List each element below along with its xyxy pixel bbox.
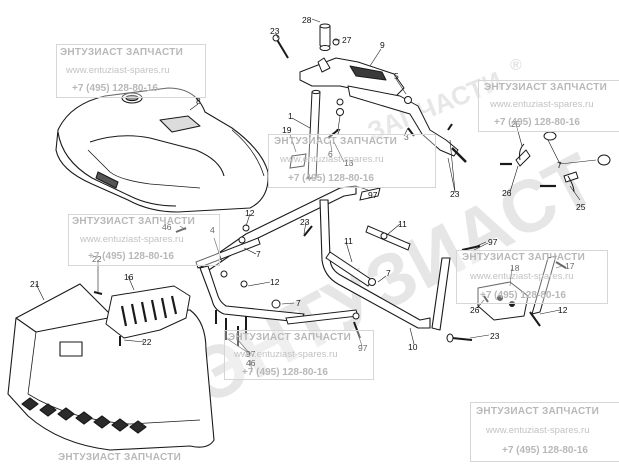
callout-12: 12 bbox=[558, 305, 568, 315]
watermark-title: ЭНТУЗИАСТ ЗАПЧАСТИ bbox=[60, 47, 184, 58]
watermark-title: ЭНТУЗИАСТ ЗАПЧАСТИ bbox=[476, 406, 600, 417]
part-10-frame bbox=[199, 185, 451, 331]
watermark-url: www.entuziast-spares.ru bbox=[486, 425, 590, 436]
part-4-rod bbox=[195, 237, 359, 325]
watermark-box bbox=[224, 330, 374, 380]
callout-23: 23 bbox=[490, 331, 500, 341]
watermark-phone: +7 (495) 128-80-16 bbox=[242, 367, 328, 378]
callout-46: 46 bbox=[162, 222, 172, 232]
watermark-phone: +7 (495) 128-80-16 bbox=[288, 173, 374, 184]
callout-6: 6 bbox=[328, 149, 333, 159]
callout-11: 11 bbox=[344, 236, 353, 246]
callout-7: 7 bbox=[386, 268, 391, 278]
callout-23: 23 bbox=[300, 217, 310, 227]
callout-23: 23 bbox=[270, 26, 280, 36]
callout-46: 46 bbox=[246, 358, 256, 368]
watermark-box bbox=[456, 250, 608, 304]
part-16-shield bbox=[105, 285, 191, 339]
callout-22: 22 bbox=[142, 337, 152, 347]
callout-4: 4 bbox=[210, 225, 215, 235]
part-9-bracket bbox=[299, 23, 405, 97]
callout-97: 97 bbox=[488, 237, 498, 247]
callout-7: 7 bbox=[557, 160, 562, 170]
callout-8: 8 bbox=[196, 96, 201, 106]
watermark-title: ЭНТУЗИАСТ ЗАПЧАСТИ bbox=[484, 82, 608, 93]
watermark-url: www.entuziast-spares.ru bbox=[470, 271, 574, 282]
watermark-phone: +7 (495) 128-80-16 bbox=[502, 445, 588, 456]
watermark-url: www.entuziast-spares.ru bbox=[234, 349, 338, 360]
part-25-26-fasteners bbox=[500, 131, 611, 193]
callout-97: 97 bbox=[368, 190, 378, 200]
watermark-box bbox=[268, 134, 436, 188]
callout-23: 23 bbox=[450, 189, 460, 199]
watermark-box bbox=[56, 44, 206, 98]
callout-26: 26 bbox=[502, 188, 512, 198]
callout-11: 11 bbox=[398, 219, 407, 229]
callout-12: 12 bbox=[270, 277, 280, 287]
callout-1: 1 bbox=[288, 111, 293, 121]
watermark-url: www.entuziast-spares.ru bbox=[280, 154, 384, 165]
watermark-url: www.entuziast-spares.ru bbox=[80, 234, 184, 245]
part-11-links bbox=[325, 187, 411, 287]
callout-26: 26 bbox=[470, 305, 480, 315]
callout-97: 97 bbox=[246, 349, 256, 359]
part-17-18-bracket bbox=[477, 255, 557, 327]
watermark-box bbox=[68, 214, 220, 266]
callout-12: 12 bbox=[245, 208, 255, 218]
callout-18: 18 bbox=[510, 263, 520, 273]
callout-9: 9 bbox=[380, 40, 385, 50]
callout-25: 25 bbox=[576, 202, 586, 212]
callout-28: 28 bbox=[302, 15, 312, 25]
callout-97: 97 bbox=[358, 343, 368, 353]
callout-7: 7 bbox=[256, 249, 261, 259]
watermark-title: ЭНТУЗИАСТ ЗАПЧАСТИ bbox=[58, 452, 182, 463]
callout-5: 5 bbox=[394, 71, 399, 81]
watermark-url: www.entuziast-spares.ru bbox=[66, 65, 170, 76]
part-5-pivot-arm bbox=[347, 85, 467, 163]
watermark-title: ЭНТУЗИАСТ ЗАПЧАСТИ bbox=[274, 136, 398, 147]
registered-mark: ® bbox=[510, 57, 522, 74]
part-1-rod bbox=[289, 89, 321, 179]
watermark-title: ЭНТУЗИАСТ ЗАПЧАСТИ bbox=[228, 332, 352, 343]
callout-3: 3 bbox=[404, 132, 409, 142]
watermark-phone: +7 (495) 128-80-16 bbox=[72, 83, 158, 94]
callout-10: 10 bbox=[408, 342, 418, 352]
watermark-url: www.entuziast-spares.ru bbox=[490, 99, 594, 110]
callout-25: 25 bbox=[511, 119, 521, 129]
callout-22: 22 bbox=[92, 254, 102, 264]
callout-21: 21 bbox=[30, 279, 40, 289]
callout-labels: 28 27 23 9 5 8 1 19 7 3 6 13 23 25 7 26 … bbox=[30, 15, 586, 368]
hardware bbox=[93, 34, 567, 346]
watermark-box bbox=[470, 402, 619, 462]
callout-17: 17 bbox=[565, 261, 575, 271]
callout-7: 7 bbox=[336, 127, 341, 137]
watermark-phone: +7 (495) 128-80-16 bbox=[480, 290, 566, 301]
watermark-title: ЭНТУЗИАСТ ЗАПЧАСТИ bbox=[72, 216, 196, 227]
watermark-box bbox=[478, 80, 619, 132]
watermark-title: ЭНТУЗИАСТ ЗАПЧАСТИ bbox=[462, 252, 586, 263]
watermark-phone: +7 (495) 128-80-16 bbox=[494, 117, 580, 128]
callout-7: 7 bbox=[296, 298, 301, 308]
callout-19: 19 bbox=[282, 125, 292, 135]
callout-27: 27 bbox=[342, 35, 352, 45]
callout-16: 16 bbox=[124, 272, 134, 282]
part-8-hood bbox=[55, 87, 269, 213]
callout-13: 13 bbox=[344, 158, 354, 168]
watermark-phone: +7 (495) 128-80-16 bbox=[88, 251, 174, 262]
